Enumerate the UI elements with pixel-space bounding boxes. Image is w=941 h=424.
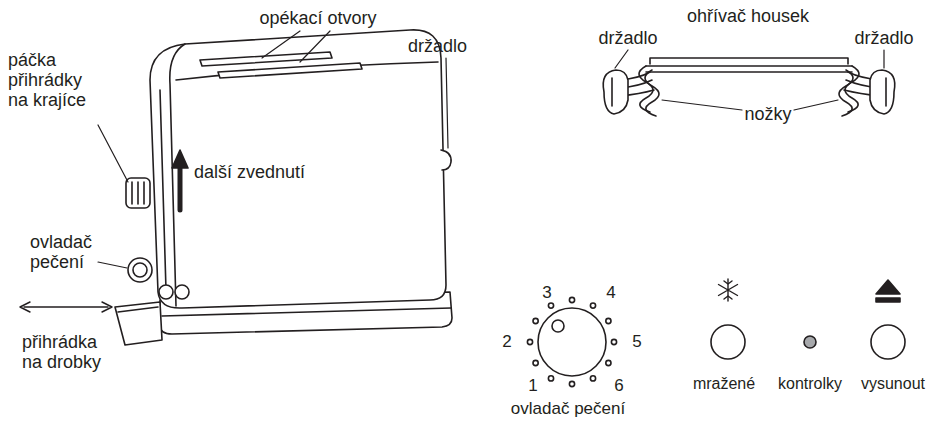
- leader-line: [446, 58, 448, 148]
- leader-line: [615, 50, 884, 68]
- part-label: opékací otvory: [259, 8, 376, 28]
- browning-knob: [128, 258, 152, 282]
- part-label: vysunout: [861, 374, 925, 394]
- base-line: [162, 308, 451, 316]
- end-panel-groove: [160, 90, 166, 290]
- warmer-leg: [845, 66, 859, 112]
- warmer-leg: [839, 70, 853, 116]
- warmer-leg: [639, 66, 653, 112]
- part-label: ovladač pečení: [511, 399, 625, 419]
- lift-arrowhead: [172, 150, 188, 168]
- dial-tick: [606, 318, 611, 323]
- dial-indicator: [552, 320, 564, 332]
- handle-edge: [885, 78, 887, 106]
- cancel-button: [871, 325, 905, 359]
- dial-number: 1: [528, 376, 537, 396]
- dial-tick: [527, 339, 532, 344]
- part-label: přihrádka na drobky: [22, 332, 112, 372]
- part-label: další zvednutí: [194, 162, 305, 182]
- part-label: držadlo: [598, 28, 657, 48]
- knob-cap: [133, 263, 147, 277]
- dial-tick: [548, 376, 553, 381]
- snowflake-icon: [719, 279, 738, 301]
- warmer-rail: [646, 66, 852, 72]
- dial-number: 3: [542, 283, 551, 303]
- part-label: páčka přihrádky na krajíce: [8, 50, 100, 110]
- warmer-leg: [645, 70, 659, 116]
- part-label: držadlo: [854, 28, 913, 48]
- leader-line: [262, 31, 330, 62]
- dial-ticks: [527, 297, 616, 386]
- lift-arrow: [178, 165, 183, 210]
- slide-arrowhead: [20, 302, 112, 312]
- warmer-rail: [650, 58, 848, 64]
- leader-line: [98, 262, 127, 268]
- dial-tick: [533, 360, 538, 365]
- crumb-tray-edge: [118, 307, 158, 312]
- indicator-light: [804, 336, 816, 348]
- warmer-handle: [603, 70, 628, 114]
- end-panel-line: [170, 44, 185, 306]
- part-label: ohřívač housek: [687, 6, 809, 26]
- part-label: držadlo: [408, 36, 467, 56]
- dial-tick: [569, 297, 574, 302]
- eject-icon: [876, 280, 900, 294]
- frozen-button: [711, 325, 745, 359]
- toast-slot: [200, 52, 332, 66]
- dial-tick: [590, 303, 595, 308]
- dial-number: 5: [632, 332, 641, 352]
- carriage-lever: [126, 178, 150, 208]
- warmer-handle: [870, 70, 895, 114]
- side-button: [159, 285, 173, 299]
- slide-arrow: [24, 306, 108, 307]
- part-label: kontrolky: [778, 374, 842, 394]
- dial-number: 6: [614, 376, 623, 396]
- side-button: [175, 285, 189, 299]
- lever-grip: [132, 182, 144, 204]
- browning-dial: [538, 308, 606, 376]
- toast-slot: [218, 63, 362, 78]
- dial-tick: [548, 303, 553, 308]
- crumb-tray: [115, 302, 162, 345]
- dial-tick: [569, 381, 574, 386]
- dial-tick: [533, 318, 538, 323]
- toaster-handle: [441, 150, 451, 170]
- part-label: mražené: [693, 374, 755, 394]
- dial-number: 4: [606, 283, 615, 303]
- part-label: nožky: [744, 104, 791, 124]
- dial-tick: [611, 339, 616, 344]
- eject-bar: [876, 298, 900, 302]
- leader-line: [98, 125, 128, 182]
- handle-edge: [611, 78, 613, 106]
- part-label: ovladač pečení: [30, 232, 120, 272]
- dial-tick: [606, 360, 611, 365]
- dial-tick: [590, 376, 595, 381]
- toaster-body: [150, 30, 446, 308]
- dial-number: 2: [502, 332, 511, 352]
